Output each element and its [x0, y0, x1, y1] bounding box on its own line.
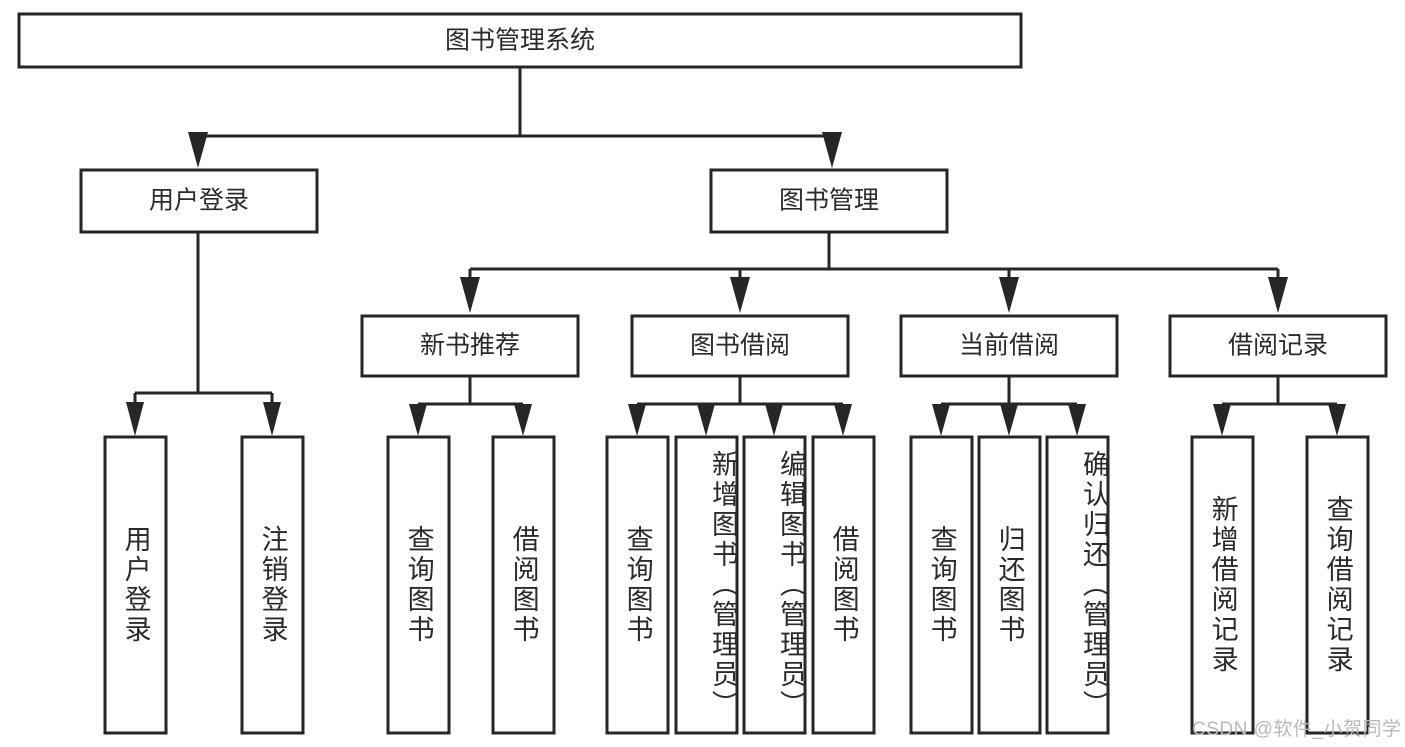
arrow-head-icon-leaf-confirm-return — [1068, 404, 1086, 436]
arrow-head-icon-book-manage — [822, 132, 842, 168]
arrow-head-icon-leaf-user-login — [126, 402, 144, 436]
node-new-book-recommend-box[interactable] — [360, 314, 580, 378]
connector-group-book-borrow — [628, 376, 852, 436]
connector-group-new-book-recommend — [409, 376, 532, 436]
arrow-head-icon-leaf-borrow-book-2 — [834, 404, 852, 436]
node-user-login-box[interactable] — [79, 168, 319, 234]
leaf-add-record-box[interactable] — [1190, 435, 1255, 735]
arrow-head-icon-current-borrow — [999, 277, 1019, 313]
leaf-edit-book-box[interactable] — [742, 435, 807, 735]
connector-group-root — [188, 68, 842, 168]
node-book-borrow-box[interactable] — [630, 314, 850, 378]
node-borrow-record-label: 借阅记录 — [1228, 332, 1328, 360]
leaf-query-record-box[interactable] — [1305, 435, 1370, 735]
node-root-box[interactable] — [17, 12, 1023, 69]
leaf-confirm-return-box[interactable] — [1045, 435, 1110, 735]
arrow-head-icon-leaf-query-book-3 — [932, 404, 950, 436]
node-current-borrow-box[interactable] — [899, 314, 1119, 378]
csdn-watermark: CSDN @软件_小贺同学 — [1192, 719, 1402, 740]
leaf-query-book-1-box[interactable] — [386, 435, 451, 735]
arrow-head-icon-leaf-add-record — [1213, 404, 1231, 436]
arrow-head-icon-leaf-query-record — [1328, 404, 1346, 436]
arrow-head-icon-book-borrow — [730, 277, 750, 313]
node-current-borrow-label: 当前借阅 — [959, 332, 1059, 360]
connector-group-user-login — [126, 233, 281, 436]
connector-group-borrow-record — [1213, 376, 1346, 436]
leaf-query-book-3-box[interactable] — [909, 435, 974, 735]
node-book-borrow[interactable]: 图书借阅 — [630, 314, 850, 378]
leaf-boxes — [103, 435, 1370, 735]
arrow-head-icon-leaf-return-book — [1000, 404, 1018, 436]
leaf-borrow-book-1-box[interactable] — [491, 435, 556, 735]
arrow-head-icon-user-login — [188, 132, 208, 168]
node-book-manage[interactable]: 图书管理 — [709, 168, 949, 234]
node-current-borrow[interactable]: 当前借阅 — [899, 314, 1119, 378]
node-user-login[interactable]: 用户登录 — [79, 168, 319, 234]
leaf-user-logout-box[interactable] — [240, 435, 305, 735]
arrow-head-icon-leaf-borrow-book-1 — [514, 404, 532, 436]
node-new-book-recommend[interactable]: 新书推荐 — [360, 314, 580, 378]
arrow-head-icon-borrow-record — [1268, 277, 1288, 313]
node-borrow-record[interactable]: 借阅记录 — [1168, 314, 1388, 378]
node-root-label: 图书管理系统 — [445, 27, 595, 55]
leaf-borrow-book-2-box[interactable] — [811, 435, 876, 735]
arrow-head-icon-new-book-recommend — [460, 277, 480, 313]
arrow-head-icon-leaf-edit-book — [765, 404, 783, 436]
arrow-head-icon-leaf-user-logout — [263, 402, 281, 436]
arrow-head-icon-leaf-add-book — [697, 404, 715, 436]
node-user-login-label: 用户登录 — [149, 187, 249, 215]
leaf-query-book-2-box[interactable] — [605, 435, 670, 735]
leaf-user-login-box[interactable] — [103, 435, 168, 735]
leaf-add-book-box[interactable] — [674, 435, 739, 735]
node-book-borrow-label: 图书借阅 — [690, 332, 790, 360]
connector-group-current-borrow — [932, 376, 1086, 436]
node-new-book-recommend-label: 新书推荐 — [420, 332, 520, 360]
leaf-return-book-box[interactable] — [977, 435, 1042, 735]
node-root[interactable]: 图书管理系统 — [17, 12, 1023, 69]
arrow-head-icon-leaf-query-book-2 — [628, 404, 646, 436]
node-book-manage-label: 图书管理 — [779, 187, 879, 215]
connector-group-book-manage — [460, 233, 1288, 313]
node-borrow-record-box[interactable] — [1168, 314, 1388, 378]
arrow-head-icon-leaf-query-book-1 — [409, 404, 427, 436]
node-book-manage-box[interactable] — [709, 168, 949, 234]
